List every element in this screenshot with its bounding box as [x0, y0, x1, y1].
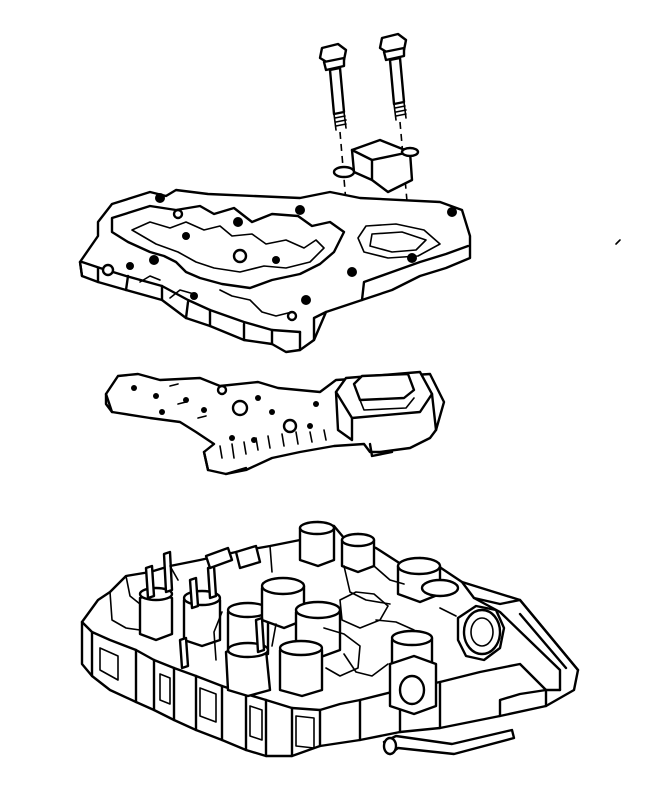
spacer-plate [104, 370, 446, 476]
stray-mark [615, 239, 621, 245]
bolt-right [378, 32, 408, 121]
bolt-left [318, 42, 348, 131]
valve-body [80, 520, 580, 758]
bracket [332, 138, 420, 194]
upper-cover-plate [78, 188, 472, 354]
